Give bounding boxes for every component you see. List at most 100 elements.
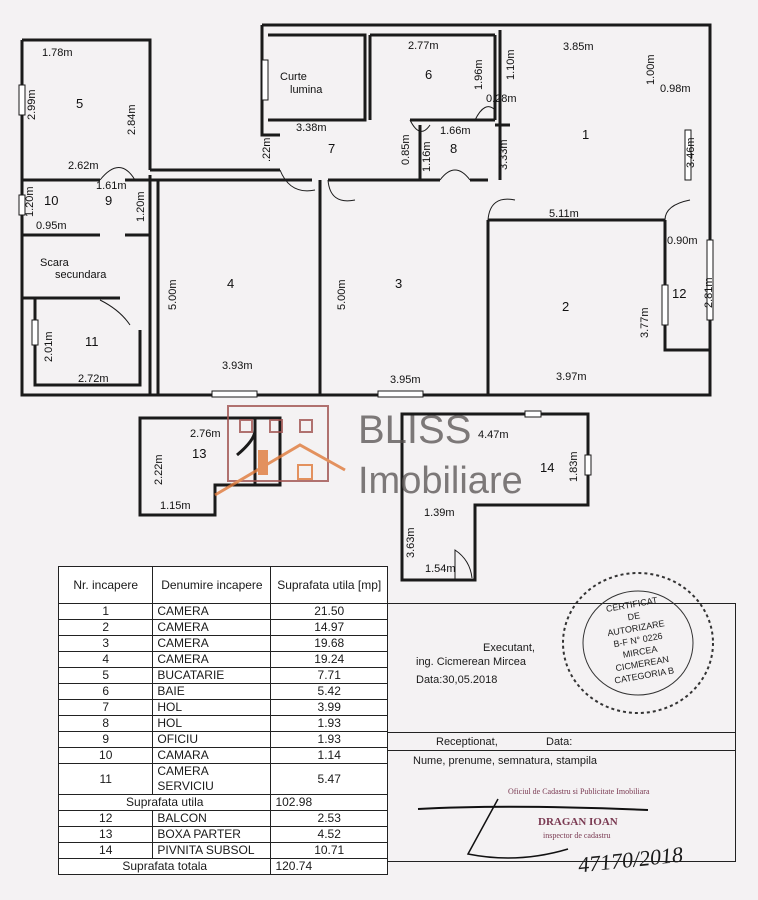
cell-nr: 13 [57, 826, 154, 843]
cell-area: 1.14 [270, 747, 388, 764]
cell-nr: 6 [57, 683, 154, 700]
cell-name: PIVNITA SUBSOL [152, 842, 272, 859]
ocpi-office: Oficiul de Cadastru si Publicitate Imobi… [508, 787, 650, 796]
cell-name: BAIE [152, 683, 272, 700]
cell-name: CAMERA [152, 603, 272, 620]
header-area: Suprafata utila [mp] [270, 566, 388, 604]
dimension-label: 1.15m [160, 500, 191, 512]
dimension-label: 3.97m [556, 371, 587, 383]
dimension-label: 2.62m [68, 160, 99, 172]
room-number: 2 [562, 299, 569, 314]
dimension-label: 1.20m [135, 191, 147, 222]
executant-name: ing. Cicmerean Mircea [416, 656, 527, 668]
header-nr: Nr. incapere [57, 566, 154, 604]
cell-area: 4.52 [270, 826, 388, 843]
room-number: 8 [450, 141, 457, 156]
room-number: 10 [44, 193, 58, 208]
dimension-label: 1.96m [473, 59, 485, 90]
room-label: Curte [280, 71, 307, 83]
dimension-label: .22m [261, 138, 273, 162]
floor-plan: BLISS Imobiliare 1 2 3 4 5 6 7 8 9 10 11… [18, 23, 715, 582]
dimension-label: 2.22m [153, 454, 165, 485]
total-label: Suprafata totala [57, 858, 272, 875]
dimension-label: 2.77m [408, 40, 439, 52]
cell-name: BUCATARIE [152, 667, 272, 684]
room-label: lumina [290, 84, 323, 96]
dimension-label: 1.39m [424, 507, 455, 519]
dimension-label: 3.63m [405, 527, 417, 558]
watermark-imobiliare: Imobiliare [358, 460, 523, 502]
dimension-label: 1.61m [96, 180, 127, 192]
header-name: Denumire incapere [152, 566, 272, 604]
room-number: 14 [540, 460, 554, 475]
dimension-label: 0.98m [660, 83, 691, 95]
executant-label: Executant, [483, 642, 535, 654]
cell-nr: 4 [57, 651, 154, 668]
dimension-label: 5.11m [549, 208, 579, 220]
doors [99, 106, 691, 580]
subtotal-row: Suprafata utila 102.98 [57, 794, 388, 811]
room-number: 3 [395, 276, 402, 291]
cell-nr: 3 [57, 635, 154, 652]
dimension-label: 0.28m [486, 93, 517, 105]
dimension-label: 5.00m [167, 279, 179, 310]
signature-block: Executant, ing. Cicmerean Mircea Data:30… [388, 603, 736, 877]
dimension-label: 3.95m [390, 374, 421, 386]
cell-name: BOXA PARTER [152, 826, 272, 843]
cell-area: 1.93 [270, 731, 388, 748]
dimension-label: 2.01m [43, 331, 55, 362]
room-area-table: Nr. incapere Denumire incapere Suprafata… [57, 566, 388, 875]
cell-name: CAMERA [152, 651, 272, 668]
dimension-label: 2.81m [703, 277, 715, 308]
table-header: Nr. incapere Denumire incapere Suprafata… [57, 566, 388, 604]
dimension-label: 3.85m [563, 41, 594, 53]
receptionat-label: Receptionat, [436, 736, 498, 748]
cell-area: 1.93 [270, 715, 388, 732]
ocpi-name: DRAGAN IOAN [538, 816, 618, 828]
total-area: 120.74 [270, 858, 388, 875]
dimension-label: 3.46m [685, 137, 697, 168]
room-number: 12 [672, 286, 686, 301]
cell-name: CAMERA [152, 619, 272, 636]
cell-name: CAMERA SERVICIU [152, 763, 272, 795]
cell-nr: 9 [57, 731, 154, 748]
cell-area: 10.71 [270, 842, 388, 859]
dimension-label: 1.00m [645, 54, 657, 85]
dimension-label: 3.77m [639, 307, 651, 338]
room-number: 9 [105, 193, 112, 208]
total-row: Suprafata totala 120.74 [57, 858, 388, 875]
dimension-label: 1.78m [42, 47, 73, 59]
cell-area: 2.53 [270, 810, 388, 827]
cell-nr: 5 [57, 667, 154, 684]
cell-nr: 8 [57, 715, 154, 732]
room-number: 4 [227, 276, 234, 291]
cell-nr: 10 [57, 747, 154, 764]
cell-nr: 7 [57, 699, 154, 716]
nume-label: Nume, prenume, semnatura, stampila [413, 755, 598, 767]
dimension-label: 5.00m [336, 279, 348, 310]
cell-area: 14.97 [270, 619, 388, 636]
cell-name: HOL [152, 715, 272, 732]
bliss-logo [214, 405, 346, 497]
dimension-label: 1.83m [568, 451, 580, 482]
dimension-label: 2.72m [78, 373, 109, 385]
dimension-label: 3.38m [296, 122, 327, 134]
cell-name: BALCON [152, 810, 272, 827]
dimension-label: 1.66m [440, 125, 471, 137]
cell-area: 19.24 [270, 651, 388, 668]
room-label: Scara [40, 257, 70, 269]
cell-nr: 1 [57, 603, 154, 620]
cell-area: 19.68 [270, 635, 388, 652]
cell-name: HOL [152, 699, 272, 716]
dimension-label: 2.76m [190, 428, 221, 440]
